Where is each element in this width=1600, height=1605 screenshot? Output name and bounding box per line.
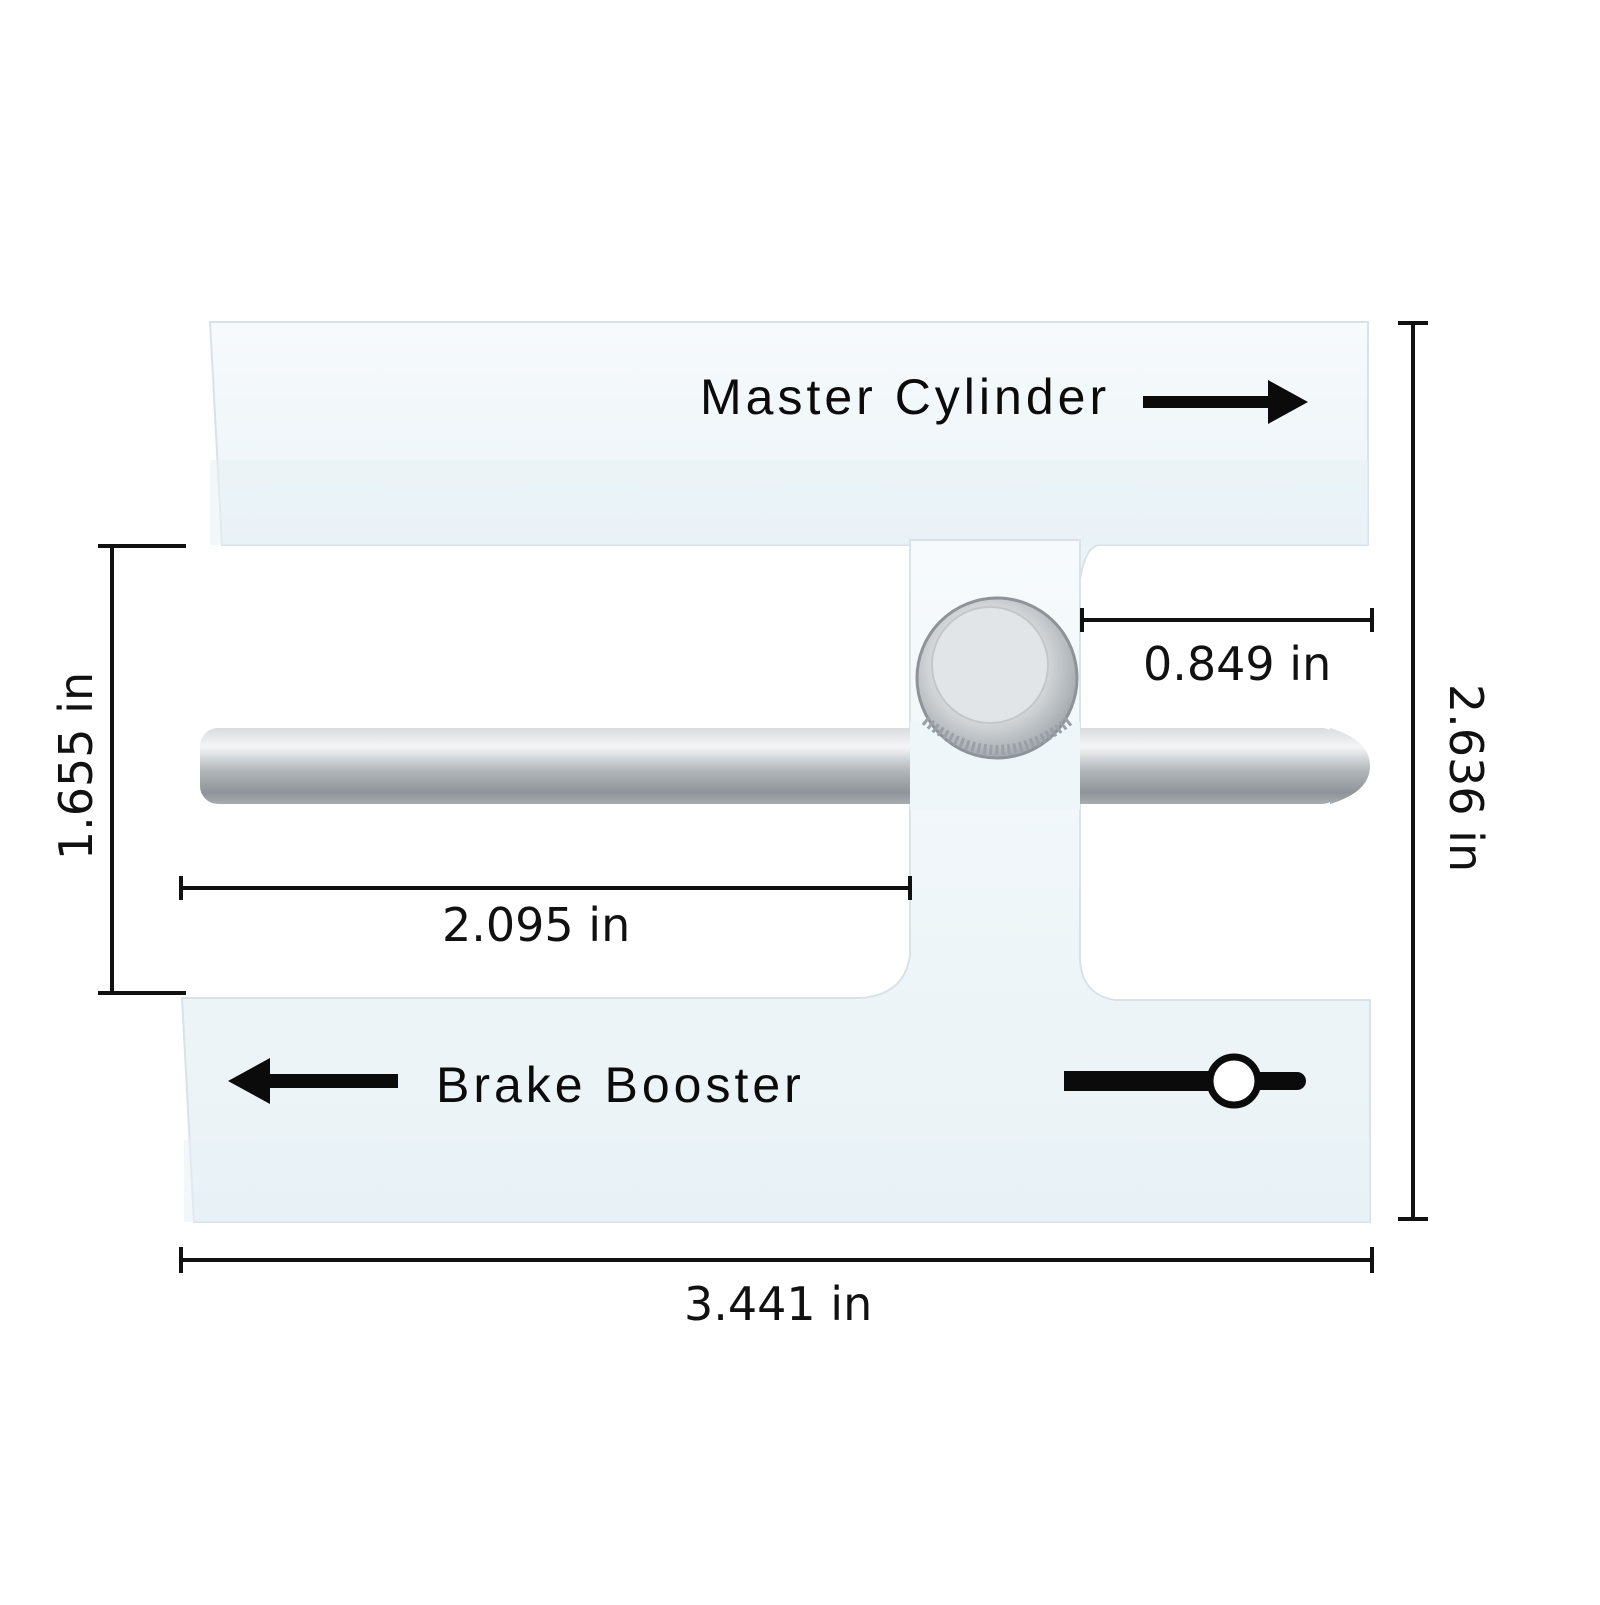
tool-body xyxy=(180,321,1371,1223)
dimension-line-1655 xyxy=(98,544,186,995)
slider-indicator-icon xyxy=(1064,1053,1306,1109)
arrow-right-icon xyxy=(1143,380,1308,424)
brake-booster-label: Brake Booster xyxy=(436,1057,805,1113)
master-cylinder-label: Master Cylinder xyxy=(700,369,1111,425)
arrow-left-icon xyxy=(228,1058,398,1104)
dimension-line-3441 xyxy=(179,1247,1374,1273)
bottom-bar-front-face xyxy=(184,1140,1370,1222)
dimension-label-1655: 1.655 in xyxy=(49,671,103,861)
top-bar-front-face xyxy=(210,460,1368,545)
dimension-line-2636 xyxy=(1398,321,1428,1221)
dimension-label-3441: 3.441 in xyxy=(684,1277,873,1331)
dimension-label-2636: 2.636 in xyxy=(1439,683,1493,873)
dimension-line-2095 xyxy=(179,876,912,900)
dimension-lines xyxy=(98,321,1428,1273)
dimension-label-0849: 0.849 in xyxy=(1143,637,1332,691)
dimension-label-2095: 2.095 in xyxy=(442,898,631,952)
steel-rod-icon xyxy=(200,722,1370,810)
dimension-line-0849 xyxy=(1080,608,1374,632)
thumb-screw-icon xyxy=(915,596,1079,760)
